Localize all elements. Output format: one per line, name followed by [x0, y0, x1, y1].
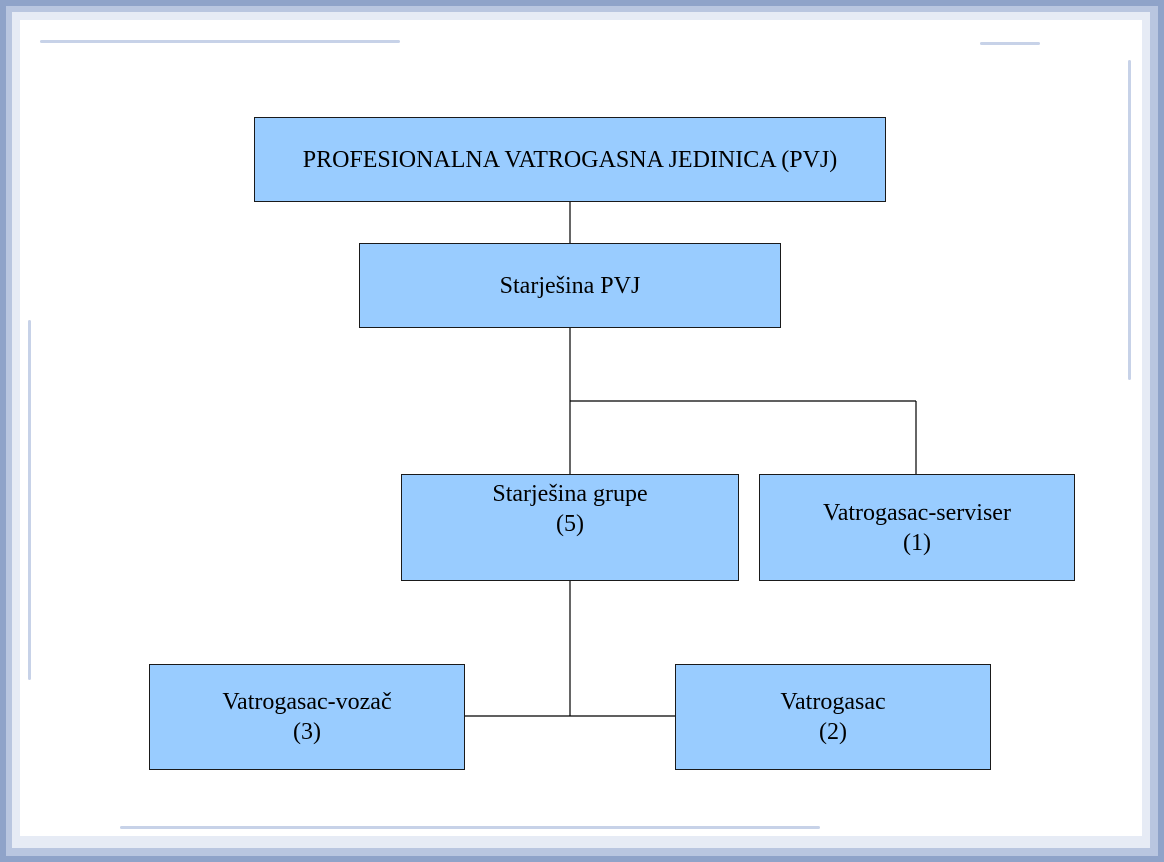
node-vozac-count: (3): [293, 719, 321, 745]
node-vozac-title: Vatrogasac-vozač: [222, 689, 392, 715]
node-starjesina-grupe: Starješina grupe (5): [401, 474, 739, 581]
node-serviser: Vatrogasac-serviser (1): [759, 474, 1075, 581]
node-vatrogasac-count: (2): [819, 719, 847, 745]
frame-brush-streak: [980, 42, 1040, 45]
node-pvj: PROFESIONALNA VATROGASNA JEDINICA (PVJ): [254, 117, 886, 202]
node-starjesina-grupe-count: (5): [556, 511, 584, 537]
node-starjesina-pvj-title: Starješina PVJ: [499, 272, 641, 299]
frame-brush-streak: [28, 320, 31, 680]
frame-brush-streak: [1128, 60, 1131, 380]
node-vozac: Vatrogasac-vozač (3): [149, 664, 465, 770]
node-starjesina-grupe-title: Starješina grupe: [492, 481, 648, 507]
node-starjesina-pvj: Starješina PVJ: [359, 243, 781, 328]
node-pvj-title: PROFESIONALNA VATROGASNA JEDINICA (PVJ): [302, 146, 838, 173]
node-serviser-count: (1): [903, 529, 931, 556]
node-serviser-title: Vatrogasac-serviser: [823, 499, 1011, 526]
frame-brush-streak: [40, 40, 400, 43]
node-vatrogasac: Vatrogasac (2): [675, 664, 991, 770]
frame-brush-streak: [120, 826, 820, 829]
node-vatrogasac-title: Vatrogasac: [780, 689, 886, 715]
